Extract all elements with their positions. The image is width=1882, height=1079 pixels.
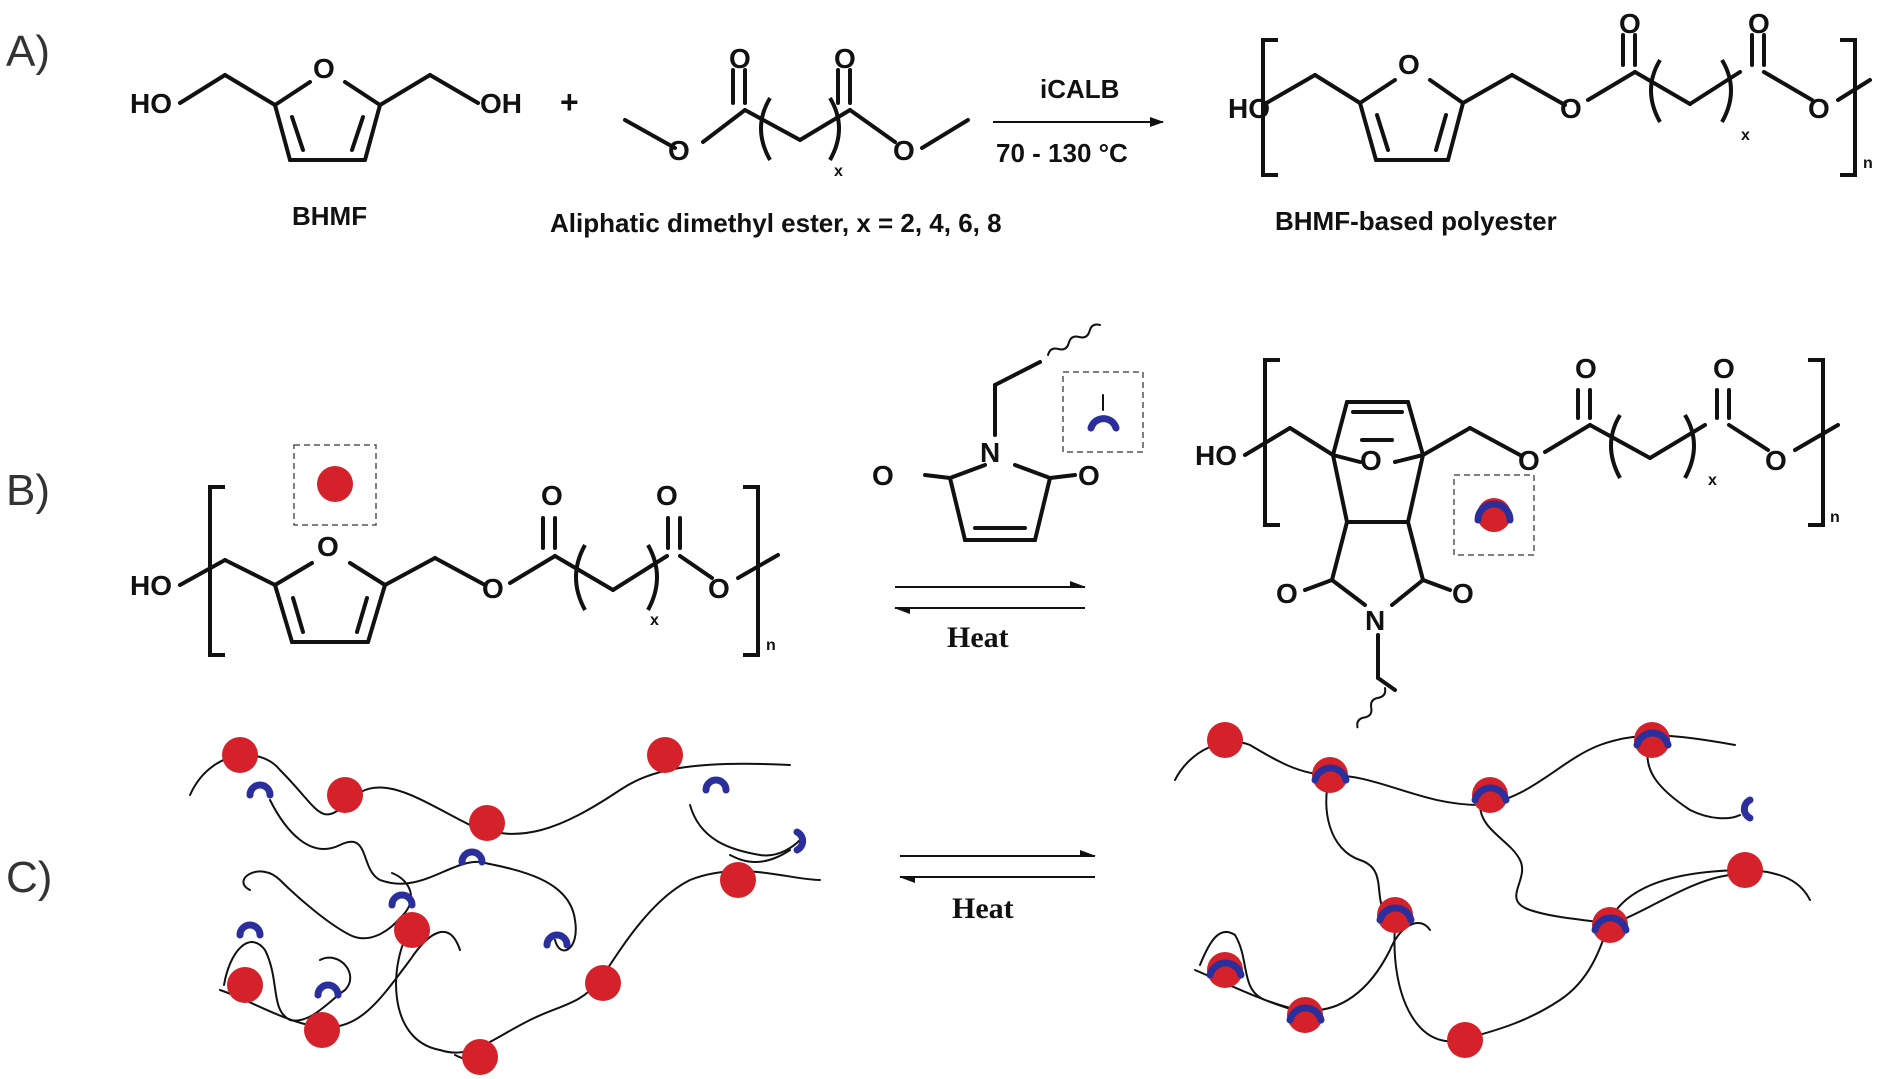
furan-dot (227, 967, 263, 1003)
furan-dot (1447, 1022, 1483, 1058)
adduct-carbonyl-o1: O (1575, 353, 1597, 384)
furan-maleimide-adduct (1312, 757, 1348, 793)
furan-dot (327, 777, 363, 813)
maleimide-o-left: O (872, 460, 894, 491)
bhmf-oh: OH (480, 88, 522, 119)
maleimide-cap (246, 781, 274, 799)
product-x: x (1741, 127, 1750, 144)
furan-dot (304, 1012, 340, 1048)
ester-carbonyl-o-left: O (729, 43, 751, 74)
b-ho: HO (130, 570, 172, 601)
adduct-n: N (1365, 605, 1385, 636)
network-uncrosslinked (189, 737, 821, 1075)
panel-c: C) (6, 722, 1811, 1075)
furan-dot (1207, 722, 1243, 758)
furan-maleimide-adduct (1377, 897, 1413, 933)
product-ester-o1: O (1560, 93, 1582, 124)
polyester-structure-b: HO O O O x O (130, 444, 780, 657)
plus-sign: + (560, 84, 579, 120)
dimethyl-ester-structure: O O x O O Aliphatic dimethyl ester, x = … (550, 43, 1002, 238)
adduct-ester-o2: O (1765, 445, 1787, 476)
maleimide-cap (1740, 796, 1754, 822)
panel-a-label: A) (6, 27, 50, 76)
bhmf-ho: HO (130, 88, 172, 119)
maleimide-o-right: O (1078, 460, 1100, 491)
arrow-a: iCALB 70 - 130 °C (993, 74, 1164, 168)
heat-label-b: Heat (947, 621, 1009, 654)
ester-carbonyl-o-right: O (834, 43, 856, 74)
heat-label-c: Heat (952, 892, 1014, 925)
maleimide-cap (314, 981, 342, 999)
product-n: n (1863, 155, 1873, 172)
b-carbonyl-o1: O (541, 480, 563, 511)
adduct-marker-box (1453, 474, 1535, 556)
adduct-ester-o1: O (1518, 445, 1540, 476)
bhmf-ring-o: O (313, 53, 335, 84)
product-carbonyl-o1: O (1619, 8, 1641, 39)
furan-maleimide-adduct (1287, 997, 1323, 1033)
product-carbonyl-o2: O (1748, 8, 1770, 39)
furan-dot (394, 912, 430, 948)
maleimide-cap (543, 931, 571, 949)
furan-dot (585, 965, 621, 1001)
adduct-marker-cap (1474, 500, 1514, 524)
maleimide-cap (793, 828, 807, 854)
furan-dot (469, 805, 505, 841)
equilibrium-arrow-b: Heat (894, 581, 1086, 654)
b-x: x (650, 612, 659, 629)
product-name: BHMF-based polyester (1275, 206, 1557, 236)
product-ring-o: O (1398, 49, 1420, 80)
polyester-product-a: HO O O O x O (1228, 8, 1873, 236)
furan-dot (647, 737, 683, 773)
maleimide-cap (702, 776, 730, 794)
ester-o-left: O (668, 135, 690, 166)
adduct-o-left: O (1276, 578, 1298, 609)
adduct-carbonyl-o2: O (1713, 353, 1735, 384)
furan-maleimide-adduct (1592, 907, 1628, 943)
b-carbonyl-o2: O (656, 480, 678, 511)
maleimide-structure: N O O (872, 323, 1144, 542)
furan-dot (222, 737, 258, 773)
panel-c-label: C) (6, 853, 52, 902)
adduct-bridge-o: O (1360, 445, 1382, 476)
b-ring-o: O (317, 531, 339, 562)
furan-dot (1727, 852, 1763, 888)
maleimide-cap (236, 921, 264, 939)
panel-b-label: B) (6, 466, 50, 515)
furan-marker-dot (317, 466, 353, 502)
furan-maleimide-adduct (1207, 952, 1243, 988)
bhmf-name: BHMF (292, 201, 367, 231)
ester-x: x (834, 163, 843, 180)
b-ester-o1: O (482, 573, 504, 604)
adduct-ho: HO (1195, 440, 1237, 471)
catalyst-label: iCALB (1040, 74, 1119, 104)
b-n: n (766, 637, 776, 654)
panel-b: B) HO O O O (6, 323, 1840, 729)
maleimide-cap (388, 891, 416, 909)
equilibrium-arrow-c: Heat (899, 850, 1096, 925)
bhmf-structure: HO O OH BHMF (130, 53, 522, 231)
maleimide-marker-icon (1087, 415, 1120, 432)
ester-name: Aliphatic dimethyl ester, x = 2, 4, 6, 8 (550, 208, 1002, 238)
b-ester-o2: O (708, 573, 730, 604)
network-crosslinked (1174, 722, 1811, 1058)
product-ester-o2: O (1808, 93, 1830, 124)
temperature-label: 70 - 130 °C (996, 138, 1128, 168)
maleimide-marker-box (1062, 371, 1144, 453)
maleimide-cap (458, 848, 486, 866)
adduct-n-sub: n (1830, 509, 1840, 526)
adduct-x: x (1708, 472, 1717, 489)
ester-o-right: O (893, 135, 915, 166)
adduct-o-right: O (1452, 578, 1474, 609)
panel-a: A) HO O OH BHMF + O O (6, 8, 1873, 238)
furan-maleimide-adduct (1472, 777, 1508, 813)
furan-maleimide-adduct (1634, 722, 1670, 758)
furan-dot (720, 862, 756, 898)
furan-marker-box (293, 444, 377, 526)
furan-dot (462, 1039, 498, 1075)
diels-alder-adduct-structure: HO O O O N (1195, 353, 1840, 729)
maleimide-n: N (980, 437, 1000, 468)
